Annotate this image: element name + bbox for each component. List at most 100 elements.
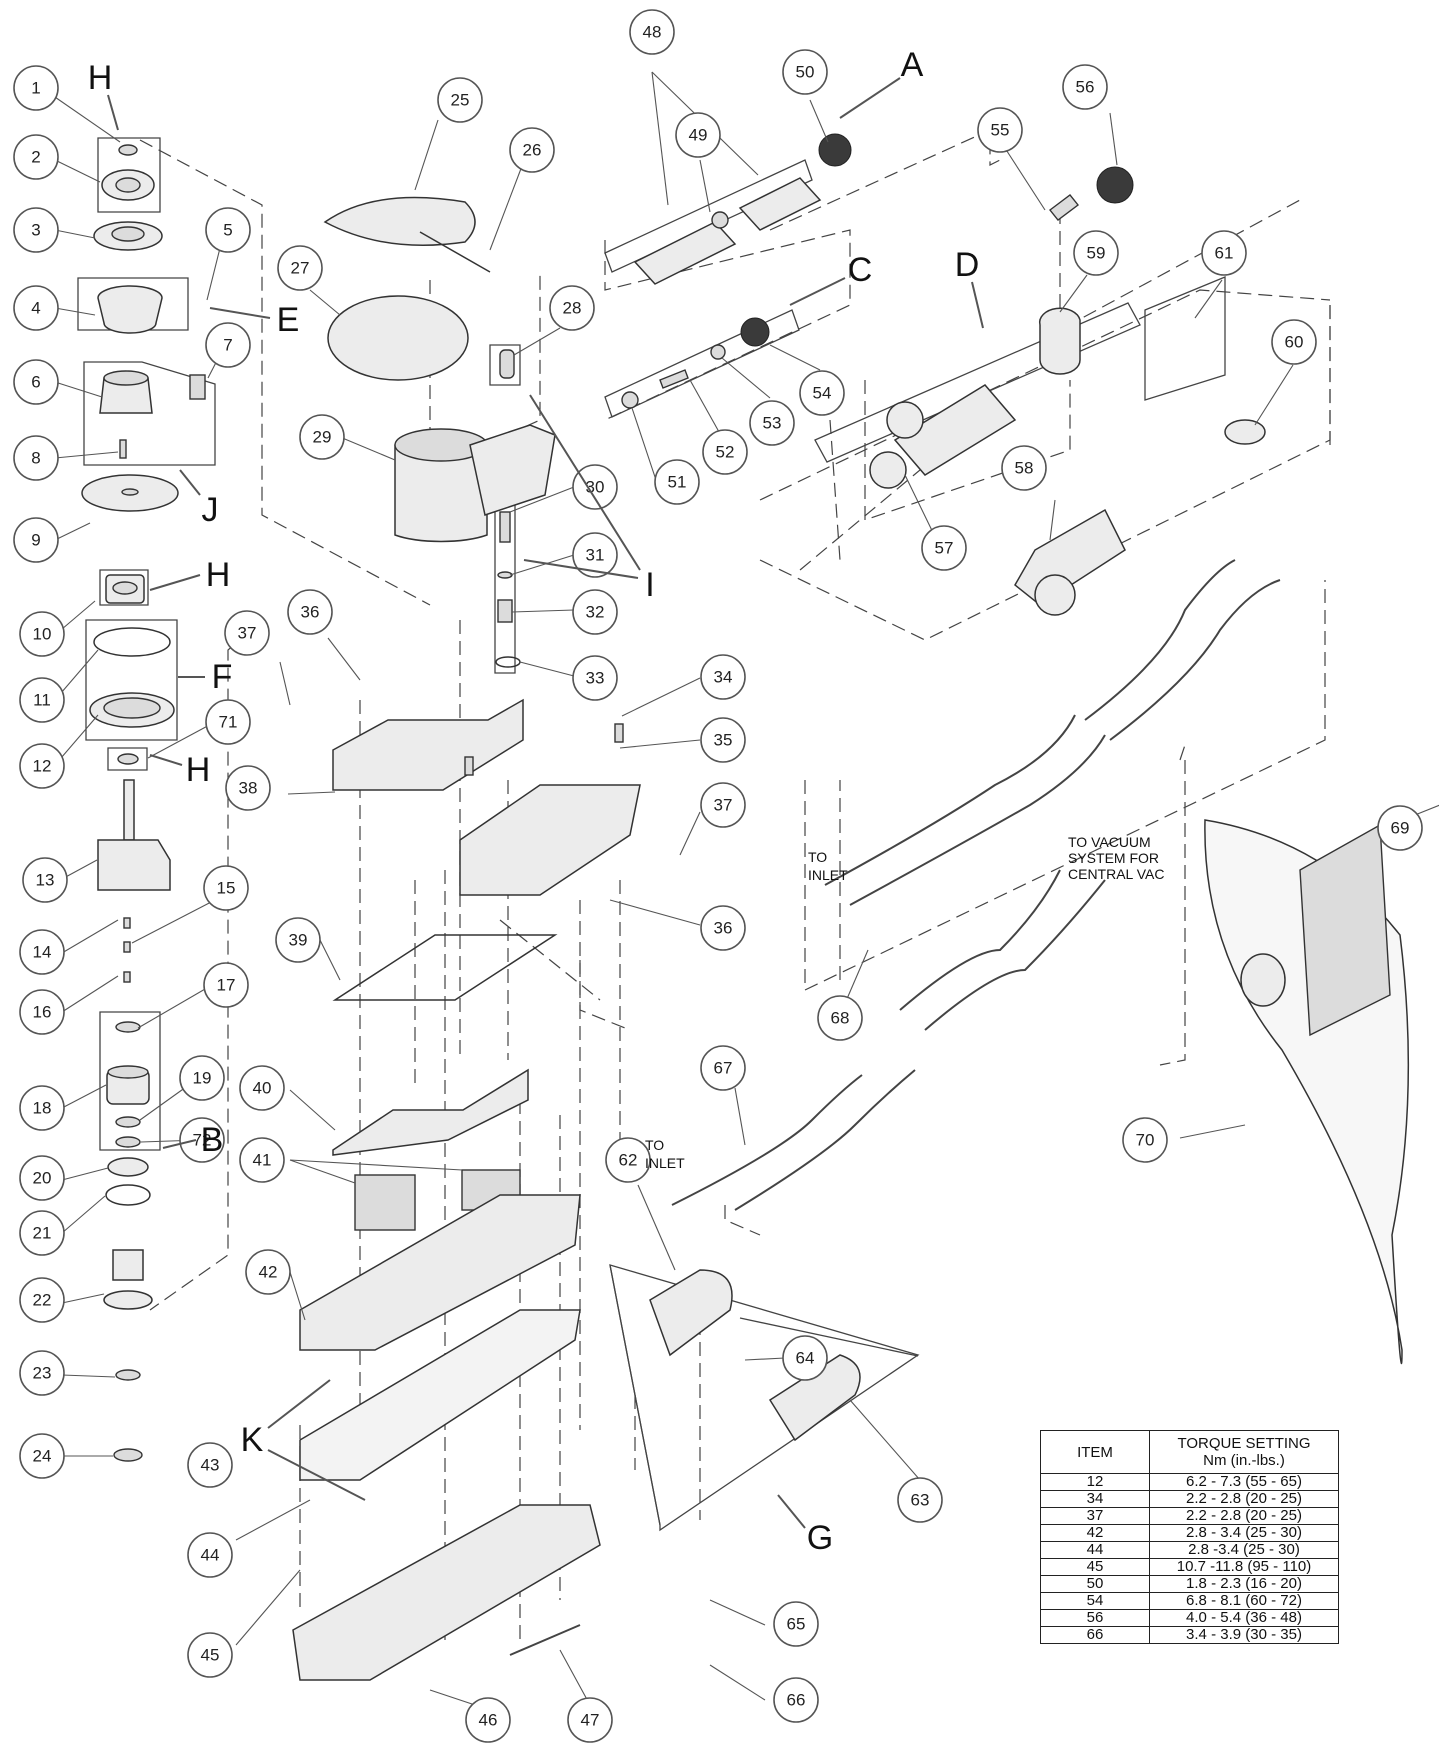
callout-47: 47 bbox=[567, 1697, 613, 1743]
svg-text:64: 64 bbox=[796, 1349, 815, 1368]
callout-65: 65 bbox=[773, 1601, 819, 1647]
callout-45: 45 bbox=[187, 1632, 233, 1678]
svg-text:48: 48 bbox=[643, 23, 662, 42]
svg-text:63: 63 bbox=[911, 1491, 930, 1510]
setting-cell: 2.8 -3.4 (25 - 30) bbox=[1149, 1541, 1339, 1559]
callout-28: 28 bbox=[549, 285, 595, 331]
callout-61: 61 bbox=[1201, 230, 1247, 276]
svg-text:5: 5 bbox=[223, 221, 232, 240]
callout-70: 70 bbox=[1122, 1117, 1168, 1163]
letter-d: D bbox=[955, 246, 980, 284]
svg-text:11: 11 bbox=[33, 691, 51, 710]
callout-34: 34 bbox=[700, 654, 746, 700]
svg-text:54: 54 bbox=[813, 384, 832, 403]
letter-b: B bbox=[201, 1121, 224, 1159]
callout-29: 29 bbox=[299, 414, 345, 460]
setting-cell: 2.8 - 3.4 (25 - 30) bbox=[1149, 1524, 1339, 1542]
svg-text:SYSTEM FOR: SYSTEM FOR bbox=[1068, 850, 1159, 866]
callout-25: 25 bbox=[437, 77, 483, 123]
svg-text:44: 44 bbox=[201, 1546, 220, 1565]
svg-text:62: 62 bbox=[619, 1151, 638, 1170]
svg-text:50: 50 bbox=[796, 63, 815, 82]
svg-text:1: 1 bbox=[31, 79, 40, 98]
svg-text:22: 22 bbox=[33, 1291, 52, 1310]
setting-cell: 2.2 - 2.8 (20 - 25) bbox=[1149, 1507, 1339, 1525]
callout-64: 64 bbox=[782, 1335, 828, 1381]
callout-7: 7 bbox=[205, 322, 251, 368]
svg-text:24: 24 bbox=[33, 1447, 52, 1466]
svg-text:18: 18 bbox=[33, 1099, 52, 1118]
svg-text:16: 16 bbox=[33, 1003, 52, 1022]
callout-22: 22 bbox=[19, 1277, 65, 1323]
svg-text:12: 12 bbox=[33, 757, 52, 776]
item-cell: 34 bbox=[1040, 1490, 1150, 1508]
svg-text:55: 55 bbox=[991, 121, 1010, 140]
svg-text:66: 66 bbox=[787, 1691, 806, 1710]
svg-text:23: 23 bbox=[33, 1364, 52, 1383]
svg-text:14: 14 bbox=[33, 943, 52, 962]
callout-31: 31 bbox=[572, 532, 618, 578]
svg-text:31: 31 bbox=[586, 546, 605, 565]
callout-36b: 36 bbox=[700, 905, 746, 951]
note-to-vacuum-system: TO VACUUM SYSTEM FOR CENTRAL VAC bbox=[1068, 834, 1164, 882]
callout-63: 63 bbox=[897, 1477, 943, 1523]
callout-37b: 37 bbox=[700, 782, 746, 828]
letter-a: A bbox=[901, 46, 924, 84]
svg-text:71: 71 bbox=[219, 713, 238, 732]
group-frames bbox=[77, 137, 1226, 1532]
callout-4: 4 bbox=[13, 285, 59, 331]
letter-h-1: H bbox=[88, 59, 113, 97]
letter-k: K bbox=[241, 1421, 264, 1459]
svg-text:32: 32 bbox=[586, 603, 605, 622]
callout-14: 14 bbox=[19, 929, 65, 975]
callout-52: 52 bbox=[702, 429, 748, 475]
callout-36: 36 bbox=[287, 589, 333, 635]
callout-24: 24 bbox=[19, 1433, 65, 1479]
callout-40: 40 bbox=[239, 1065, 285, 1111]
letter-e: E bbox=[277, 301, 300, 339]
callout-18: 18 bbox=[19, 1085, 65, 1131]
callout-10: 10 bbox=[19, 611, 65, 657]
callout-55: 55 bbox=[977, 107, 1023, 153]
item-cell: 66 bbox=[1040, 1626, 1150, 1644]
letter-f: F bbox=[212, 658, 233, 696]
svg-text:52: 52 bbox=[716, 443, 735, 462]
svg-text:10: 10 bbox=[33, 625, 52, 644]
callout-53: 53 bbox=[749, 400, 795, 446]
svg-text:19: 19 bbox=[193, 1069, 212, 1088]
letter-j: J bbox=[202, 491, 219, 529]
item-cell: 12 bbox=[1040, 1473, 1150, 1491]
svg-text:56: 56 bbox=[1076, 78, 1095, 97]
callout-33: 33 bbox=[572, 655, 618, 701]
setting-cell: 10.7 -11.8 (95 - 110) bbox=[1149, 1558, 1339, 1576]
item-cell: 56 bbox=[1040, 1609, 1150, 1627]
svg-text:70: 70 bbox=[1136, 1131, 1155, 1150]
svg-text:35: 35 bbox=[714, 731, 733, 750]
setting-cell: 6.8 - 8.1 (60 - 72) bbox=[1149, 1592, 1339, 1610]
svg-text:58: 58 bbox=[1015, 459, 1034, 478]
callout-67: 67 bbox=[700, 1045, 746, 1091]
callout-5: 5 bbox=[205, 207, 251, 253]
svg-text:38: 38 bbox=[239, 779, 258, 798]
item-cell: 45 bbox=[1040, 1558, 1150, 1576]
svg-text:28: 28 bbox=[563, 299, 582, 318]
callout-72: 72 bbox=[179, 1117, 225, 1163]
callout-11: 11 bbox=[19, 677, 65, 723]
callout-41: 41 bbox=[239, 1137, 285, 1183]
callout-23: 23 bbox=[19, 1350, 65, 1396]
svg-text:15: 15 bbox=[217, 879, 236, 898]
callout-12: 12 bbox=[19, 743, 65, 789]
svg-text:27: 27 bbox=[291, 259, 310, 278]
letter-h-3: H bbox=[186, 751, 211, 789]
callout-51: 51 bbox=[654, 459, 700, 505]
item-cell: 44 bbox=[1040, 1541, 1150, 1559]
svg-text:25: 25 bbox=[451, 91, 470, 110]
callout-58: 58 bbox=[1001, 445, 1047, 491]
setting-cell: 3.4 - 3.9 (30 - 35) bbox=[1149, 1626, 1339, 1644]
callout-16: 16 bbox=[19, 989, 65, 1035]
letter-g: G bbox=[807, 1519, 833, 1557]
